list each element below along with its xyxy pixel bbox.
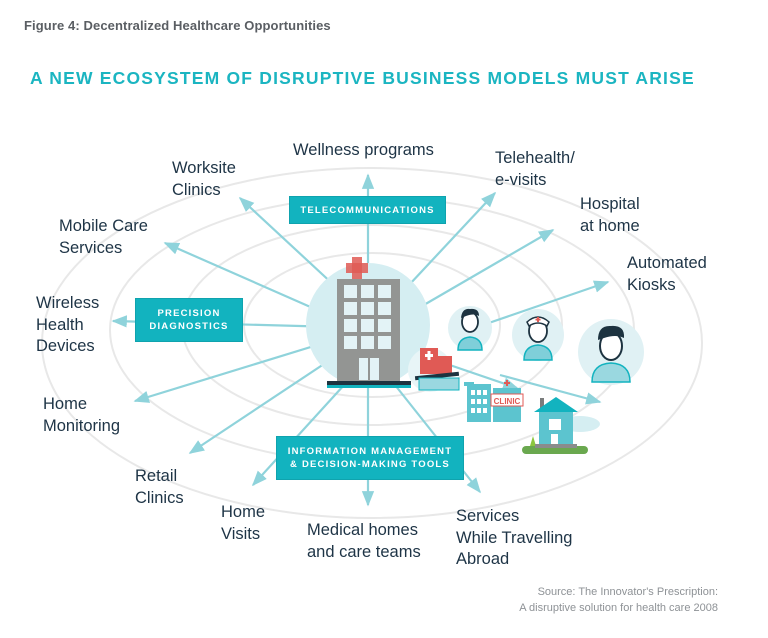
hospital-bed-icon xyxy=(408,348,460,392)
hospital-building-icon xyxy=(327,257,411,388)
headline: A NEW ECOSYSTEM OF DISRUPTIVE BUSINESS M… xyxy=(30,68,695,88)
telecommunications-label: TELECOMMUNICATIONS xyxy=(300,204,435,216)
precision-label-line-2: DIAGNOSTICS xyxy=(149,321,229,332)
hospital-window xyxy=(361,319,374,332)
hospital-window xyxy=(344,336,357,349)
label-wellness-programs: Wellness programs xyxy=(293,141,434,159)
hospital-window xyxy=(378,285,391,298)
hospital-window xyxy=(344,302,357,315)
patient-icon xyxy=(578,319,644,385)
clinic-sign: CLINIC xyxy=(494,397,521,406)
figure-title: Figure 4: Decentralized Healthcare Oppor… xyxy=(24,18,331,33)
label-hospital-at-home: Hospital at home xyxy=(580,195,640,235)
house-icon xyxy=(522,397,600,454)
label-automated-kiosks: Automated Kiosks xyxy=(627,254,707,294)
source-line-2: A disruptive solution for health care 20… xyxy=(519,602,718,614)
ring-outer xyxy=(41,167,703,519)
information-management-box: INFORMATION MANAGEMENT & DECISION-MAKING… xyxy=(276,436,464,480)
hospital-window xyxy=(378,319,391,332)
label-wireless-health-devices: Wireless Health Devices xyxy=(36,294,100,355)
label-services-abroad: Services While Travelling Abroad xyxy=(456,507,573,568)
infomgmt-label-line-1: INFORMATION MANAGEMENT xyxy=(287,446,453,457)
label-home-monitoring: Home Monitoring xyxy=(43,395,121,435)
arrow-kiosks xyxy=(479,280,610,328)
arrow-home-monitoring xyxy=(133,336,341,403)
label-telehealth: Telehealth/ e-visits xyxy=(495,149,575,189)
hospital-window xyxy=(361,285,374,298)
source-note: Source: The Innovator's Prescription: A … xyxy=(519,584,718,616)
label-retail-clinics: Retail Clinics xyxy=(135,467,184,507)
hospital-window xyxy=(344,285,357,298)
hospital-window xyxy=(361,336,374,349)
source-line-1: Source: The Innovator's Prescription: xyxy=(537,586,718,598)
arrow-home-visits xyxy=(251,383,346,487)
clinic-icon: CLINIC xyxy=(464,380,524,422)
arrow-to-home xyxy=(499,373,602,405)
arrow-retail xyxy=(188,349,346,454)
label-medical-homes: Medical homes and care teams xyxy=(307,521,421,561)
telecommunications-box: TELECOMMUNICATIONS xyxy=(289,196,446,224)
doctor-icon xyxy=(448,306,492,351)
infomgmt-label-line-2: & DECISION-MAKING TOOLS xyxy=(290,459,450,470)
precision-label-line-1: PRECISION xyxy=(157,308,221,319)
label-home-visits: Home Visits xyxy=(221,503,266,543)
nurse-icon xyxy=(512,309,564,361)
hospital-window xyxy=(378,336,391,349)
label-mobile-care-services: Mobile Care Services xyxy=(59,217,148,257)
hospital-window xyxy=(361,302,374,315)
hospital-window xyxy=(378,302,391,315)
label-worksite-clinics: Worksite Clinics xyxy=(172,159,236,199)
precision-diagnostics-box: PRECISION DIAGNOSTICS xyxy=(135,298,243,342)
hospital-window xyxy=(344,319,357,332)
